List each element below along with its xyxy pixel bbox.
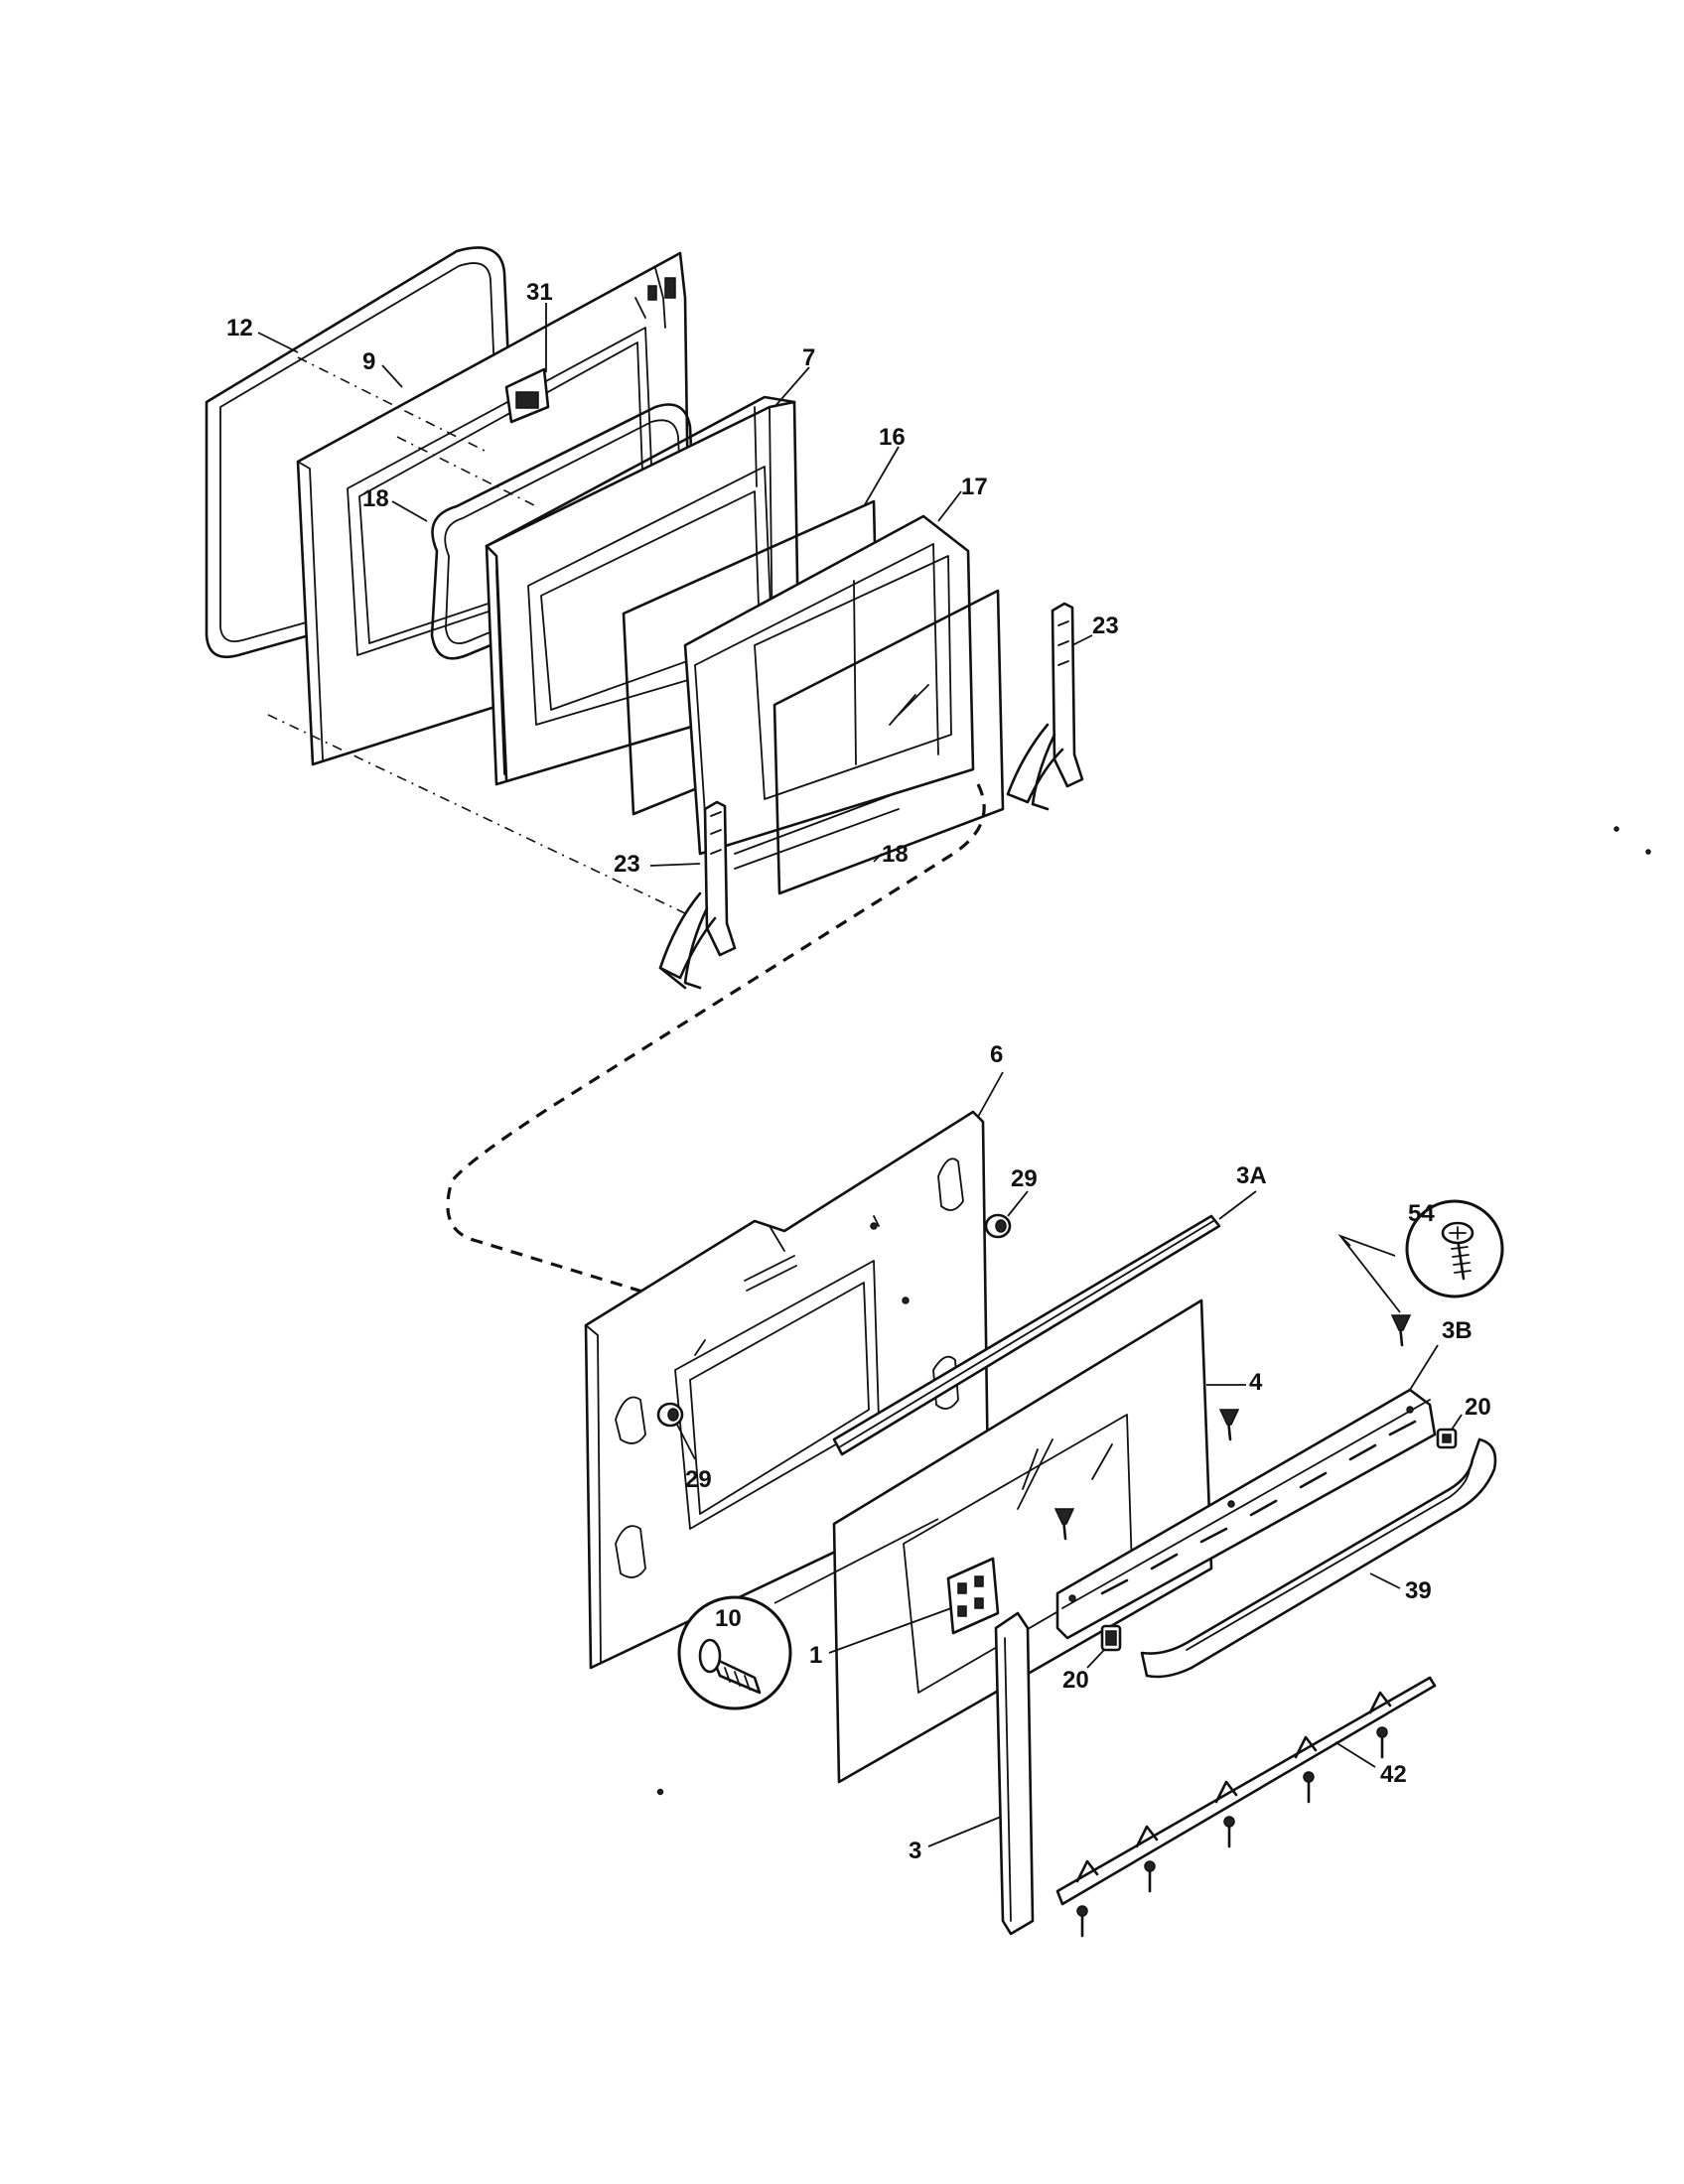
callout-12: 12 xyxy=(226,315,253,341)
callout-23-right: 23 xyxy=(1092,613,1119,639)
bumper-part-29-upper xyxy=(984,1213,1012,1239)
callout-18-upper: 18 xyxy=(362,485,389,512)
mounting-strip-part-42 xyxy=(1055,1676,1437,1938)
callout-4: 4 xyxy=(1249,1369,1263,1396)
top-trim-strip-part-3A xyxy=(832,1214,1221,1456)
callout-10: 10 xyxy=(715,1605,742,1632)
bumper-part-29-lower xyxy=(656,1402,684,1428)
clip-part-20-lower xyxy=(1100,1624,1122,1652)
callout-17: 17 xyxy=(961,474,988,500)
assembly-guide-lines-upper xyxy=(267,356,686,914)
alignment-loop-dashed xyxy=(446,783,986,1297)
leader-lines xyxy=(257,303,1463,1847)
callout-20-upper: 20 xyxy=(1465,1394,1491,1421)
window-pack-part-17 xyxy=(683,514,975,870)
callout-54: 54 xyxy=(1408,1200,1435,1227)
callout-39: 39 xyxy=(1405,1577,1432,1604)
screw-detail-part-10 xyxy=(677,1595,792,1710)
door-handle-part-39 xyxy=(1140,1437,1497,1679)
hinge-receptacle-part-31 xyxy=(504,367,550,424)
inner-glass-part-18-lower xyxy=(772,589,1005,895)
callout-29-upper: 29 xyxy=(1011,1165,1038,1192)
callout-31: 31 xyxy=(526,279,553,306)
callout-18-lower: 18 xyxy=(882,841,909,868)
callout-6: 6 xyxy=(990,1041,1003,1068)
callout-9: 9 xyxy=(362,348,375,375)
stray-dots xyxy=(656,826,1651,1796)
callout-29-lower: 29 xyxy=(685,1466,712,1493)
clip-part-20-upper xyxy=(1436,1428,1458,1449)
callout-20-lower: 20 xyxy=(1062,1667,1089,1694)
screw-detail-part-54 xyxy=(1405,1199,1504,1298)
callout-3: 3 xyxy=(909,1838,921,1864)
strip-screws xyxy=(1076,1726,1388,1938)
callout-labels: 12 9 31 7 16 17 18 23 23 18 6 29 3A 54 3… xyxy=(226,279,1491,1864)
side-trim-part-3 xyxy=(994,1611,1035,1936)
callout-1: 1 xyxy=(809,1642,822,1669)
callout-42: 42 xyxy=(1380,1761,1407,1788)
callout-23-left: 23 xyxy=(614,851,640,878)
door-hinge-part-23-right xyxy=(1006,602,1084,811)
callout-3B: 3B xyxy=(1442,1317,1473,1344)
door-hinge-part-23-left xyxy=(658,800,737,990)
callout-3A: 3A xyxy=(1236,1162,1267,1189)
callout-16-upper: 16 xyxy=(879,424,906,451)
callout-7: 7 xyxy=(802,344,815,371)
rail-slots xyxy=(1100,1420,1417,1595)
loose-screws xyxy=(1053,1314,1412,1541)
mounting-bracket-part-1 xyxy=(946,1557,1000,1635)
